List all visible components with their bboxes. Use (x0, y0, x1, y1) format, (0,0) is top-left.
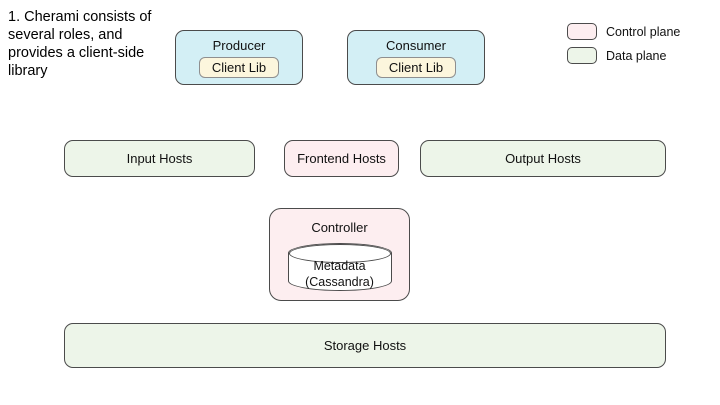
producer-box: Producer Client Lib (175, 30, 303, 85)
producer-client-lib-box: Client Lib (198, 57, 280, 78)
consumer-box: Consumer Client Lib (347, 30, 485, 85)
controller-box: Controller Metadata (Cassandra) (269, 208, 410, 301)
consumer-client-lib-box: Client Lib (375, 57, 457, 78)
diagram-caption: 1. Cherami consists of several roles, an… (8, 9, 152, 80)
consumer-client-lib-label: Client Lib (388, 60, 444, 75)
output-hosts-label: Output Hosts (505, 151, 581, 166)
frontend-hosts-box: Frontend Hosts (284, 140, 399, 177)
legend-control-plane: Control plane (567, 23, 680, 40)
output-hosts-box: Output Hosts (420, 140, 666, 177)
consumer-label: Consumer (386, 38, 446, 53)
control-plane-swatch (567, 23, 597, 40)
controller-label: Controller (311, 220, 368, 235)
producer-label: Producer (212, 38, 266, 53)
control-plane-label: Control plane (606, 24, 681, 39)
data-plane-swatch (567, 47, 597, 64)
storage-hosts-box: Storage Hosts (64, 323, 666, 368)
input-hosts-label: Input Hosts (126, 151, 193, 166)
legend-data-plane: Data plane (567, 47, 666, 64)
metadata-label: Metadata (Cassandra) (289, 258, 391, 291)
metadata-cylinder-icon: Metadata (Cassandra) (287, 243, 392, 291)
metadata-line2: (Cassandra) (305, 275, 374, 290)
frontend-hosts-label: Frontend Hosts (297, 151, 386, 166)
metadata-line1: Metadata (313, 259, 366, 273)
input-hosts-box: Input Hosts (64, 140, 255, 177)
storage-hosts-label: Storage Hosts (323, 338, 407, 353)
data-plane-label: Data plane (606, 48, 667, 63)
producer-client-lib-label: Client Lib (211, 60, 267, 75)
